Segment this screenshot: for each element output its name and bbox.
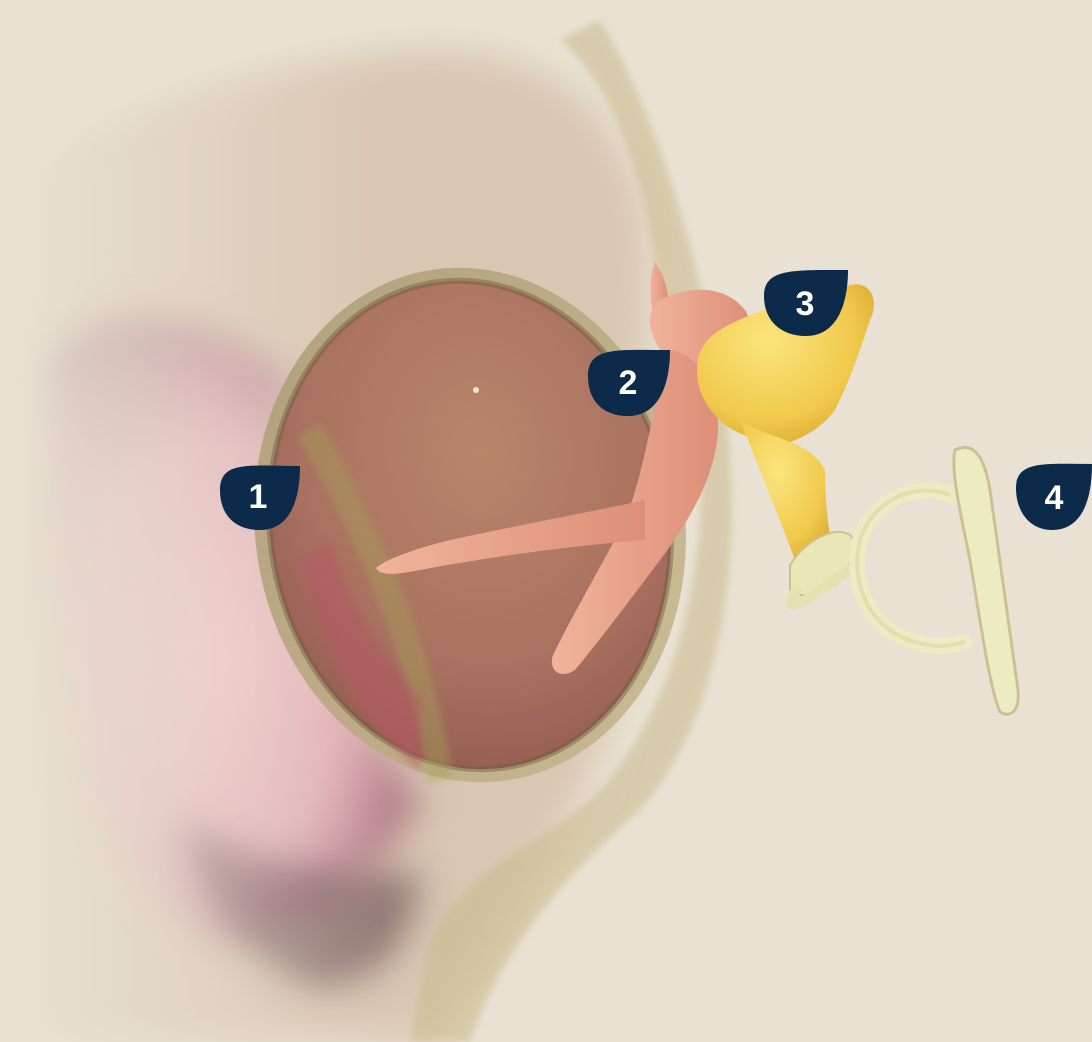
marker-label: 4 (1045, 479, 1064, 517)
marker-label: 3 (796, 285, 815, 323)
marker-label: 2 (619, 364, 638, 402)
marker-label: 1 (249, 478, 268, 516)
